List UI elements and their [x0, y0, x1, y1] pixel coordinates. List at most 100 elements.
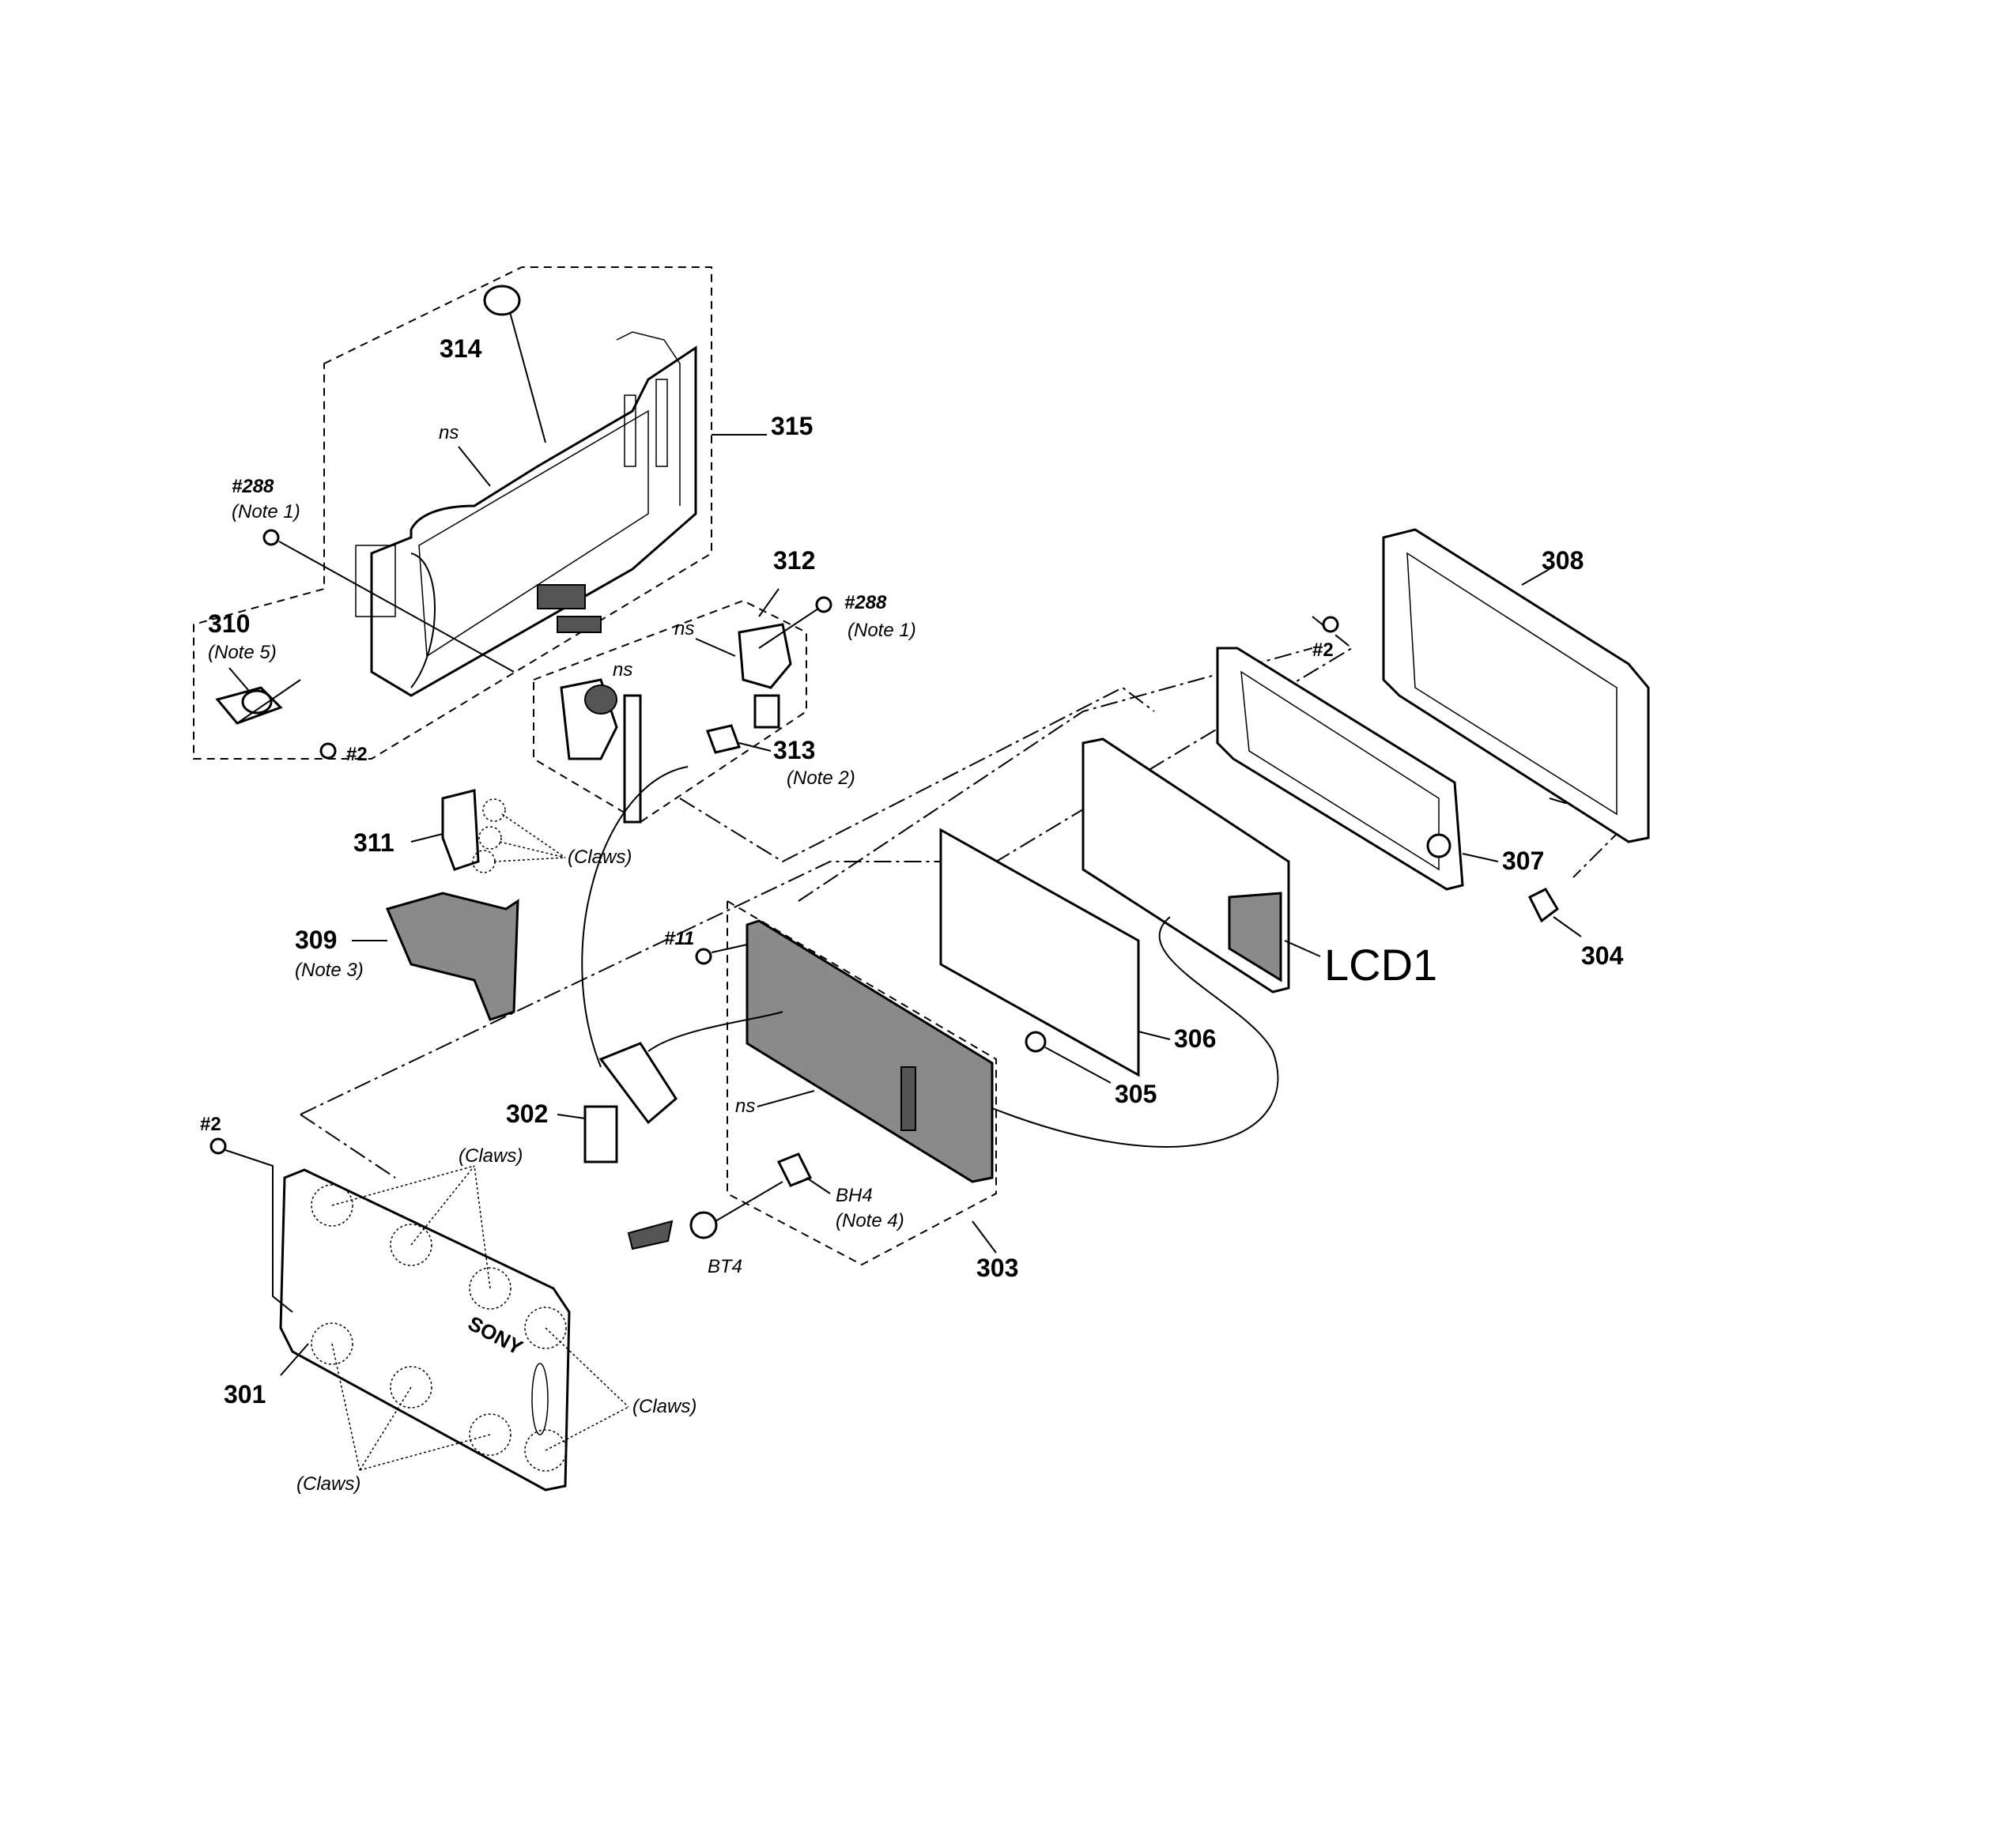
- label-302: 302: [506, 1099, 548, 1128]
- part-306-sheet: [939, 828, 1140, 1077]
- frame-chassis-inner: [418, 409, 649, 658]
- part-304: [1527, 888, 1559, 923]
- label-301: 301: [224, 1380, 266, 1409]
- note1-label-b: (Note 1): [847, 620, 916, 641]
- ns-label-c: ns: [674, 618, 694, 639]
- leader-306: [1138, 1031, 1171, 1040]
- label-308: 308: [1542, 546, 1584, 575]
- label-309: 309: [295, 926, 337, 954]
- leader-screw-2-c: [225, 1149, 293, 1313]
- screw-2-icon-c: [210, 1137, 227, 1155]
- screw-11-icon: [695, 948, 712, 965]
- leader-screw-11: [711, 944, 748, 953]
- part-308-rear-cover: [1382, 528, 1650, 843]
- part-303-group: #11 ns 303 BH4 (Note 4) BT4: [627, 899, 1018, 1282]
- note3-label: (Note 3): [295, 960, 364, 981]
- leader-314: [509, 311, 546, 443]
- leader-bt4: [715, 1181, 783, 1222]
- leader-303: [972, 1220, 997, 1254]
- hinge-cylinder: [584, 685, 617, 715]
- rear-panel-group: 308 #2 307 304 LCD1 306 305: [300, 528, 1650, 1179]
- part-303-slot: [900, 1066, 916, 1131]
- frame-chassis-315: [370, 345, 697, 697]
- part-305: [1025, 1031, 1047, 1053]
- claw-mark-301-c: [469, 1267, 511, 1310]
- hinge-rail: [623, 694, 642, 824]
- label-311: 311: [353, 828, 394, 857]
- bt4-holder-icon: [627, 1220, 674, 1250]
- part-307-inner: [1240, 670, 1440, 871]
- claws-leader-a: [501, 813, 566, 858]
- claw-mark-301-h: [524, 1429, 567, 1472]
- part-312-bracket: [738, 623, 792, 689]
- note1-label-a: (Note 1): [232, 501, 300, 522]
- flex-cable-b: [987, 916, 1279, 1148]
- claw-mark-301-b: [390, 1224, 432, 1266]
- claws-leader-top-a: [331, 1165, 475, 1206]
- label-305: 305: [1115, 1080, 1157, 1108]
- screw-2-icon-b: [1322, 616, 1339, 633]
- leader-304: [1553, 916, 1582, 937]
- alignment-line-b: [679, 686, 1155, 863]
- leader-ns-c: [695, 638, 736, 657]
- claw-mark-301-f: [390, 1366, 432, 1409]
- part-lcd1-flex: [1228, 892, 1282, 982]
- claw-mark-301-d: [524, 1307, 567, 1349]
- label-315: 315: [771, 412, 813, 440]
- part-307-bracket: [1216, 647, 1464, 891]
- part-303-boundary: [727, 899, 997, 1266]
- screw-288-label-a: #288: [232, 476, 274, 497]
- note2-label: (Note 2): [787, 767, 855, 789]
- label-312: 312: [773, 546, 815, 575]
- label-310: 310: [208, 609, 250, 638]
- claw-mark-301-a: [311, 1184, 353, 1227]
- screw-11-label: #11: [664, 928, 694, 949]
- claws-leader-right-a: [545, 1327, 629, 1408]
- ns-label-b: ns: [613, 659, 632, 681]
- part-310-cylinder: [241, 689, 273, 715]
- part-311: [441, 789, 480, 871]
- leader-screw-288-a: [278, 541, 515, 673]
- frame-chassis-top: [616, 331, 681, 506]
- claws-leader-bottom-b: [359, 1386, 412, 1471]
- claws-label-c: (Claws): [632, 1396, 696, 1417]
- frame-bracket-curve: [410, 553, 436, 688]
- leader-ns-a: [458, 446, 491, 487]
- leader-310-b: [236, 679, 301, 724]
- leader-312: [758, 588, 780, 617]
- part-302-group: 302: [506, 1011, 783, 1163]
- leader-313: [738, 742, 772, 752]
- claw-mark-311-b: [478, 826, 502, 850]
- part-314-disc: [483, 285, 521, 316]
- claw-mark-301-e: [311, 1322, 353, 1365]
- label-314: 314: [440, 334, 482, 363]
- leader-screw-288-b: [758, 608, 819, 649]
- flex-cable-a: [581, 766, 689, 1068]
- label-bt4: BT4: [708, 1256, 742, 1277]
- claws-leader-right-b: [545, 1406, 629, 1451]
- label-bh4: BH4: [836, 1185, 873, 1206]
- part-301-slot: [531, 1363, 549, 1435]
- leader-308: [1521, 568, 1550, 586]
- part-302-sheet: [583, 1105, 618, 1163]
- part-bt4: [689, 1211, 718, 1239]
- leader-lcd1: [1284, 940, 1321, 957]
- part-307-hole: [1426, 833, 1451, 858]
- claw-mark-311-a: [482, 798, 506, 822]
- screw-288-icon-a: [262, 529, 280, 546]
- screw-2-icon-a: [319, 742, 337, 760]
- alignment-line-e: [300, 1114, 396, 1179]
- hinge-assembly-group: ns 312 ns #288 (Note 1) 313 (Note 2): [533, 546, 916, 824]
- screw-288-icon-b: [815, 596, 832, 613]
- screw-2-label-a: #2: [346, 744, 368, 765]
- claws-leader-top-c: [474, 1165, 491, 1289]
- label-306: 306: [1174, 1024, 1216, 1053]
- claws-label-d: (Claws): [296, 1473, 360, 1495]
- label-303: 303: [976, 1254, 1018, 1282]
- ns-label-a: ns: [439, 422, 459, 443]
- claws-leader-b: [499, 841, 566, 858]
- label-304: 304: [1581, 941, 1624, 970]
- alignment-line-c: [798, 647, 1313, 902]
